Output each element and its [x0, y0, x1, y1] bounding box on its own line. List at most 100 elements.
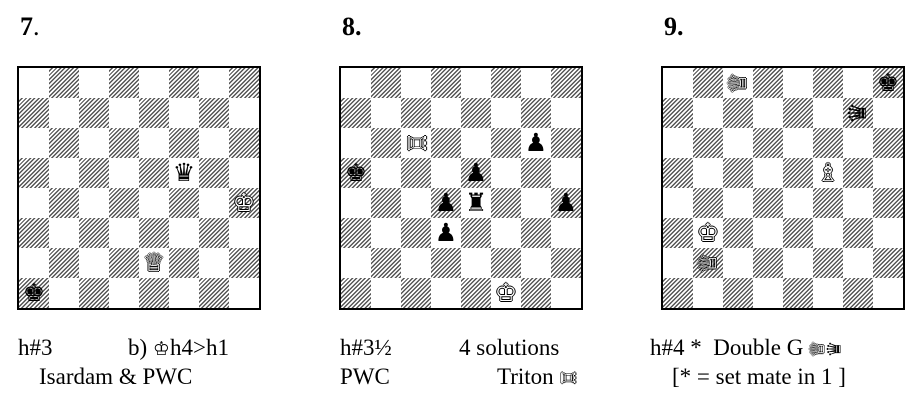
- board-square-c1: [79, 278, 109, 308]
- board-square-e5: [461, 158, 491, 188]
- board-square-h3: [551, 218, 581, 248]
- board-square-b4: [693, 188, 723, 218]
- board-square-a4: [663, 188, 693, 218]
- diagram-8-stipulation: h#3½: [340, 335, 392, 360]
- board-square-e1: [139, 278, 169, 308]
- board-square-e1: [783, 278, 813, 308]
- board-square-b8: [693, 68, 723, 98]
- board-square-a7: [663, 98, 693, 128]
- board-square-c7: [79, 98, 109, 128]
- board-square-e8: [461, 68, 491, 98]
- board-square-a3: [341, 218, 371, 248]
- board-square-d6: [109, 128, 139, 158]
- board-square-f2: [813, 248, 843, 278]
- diagram-7-source: Isardam & PWC: [39, 364, 193, 389]
- board-square-b1: [693, 278, 723, 308]
- board-square-g4: [843, 188, 873, 218]
- board-square-b3: [371, 218, 401, 248]
- board-square-a8: [19, 68, 49, 98]
- diagram-7-twin: b) ♔h4>h1: [128, 335, 229, 360]
- diagram-7-number: 7.: [20, 12, 40, 41]
- black-pawn-icon: ♟: [464, 158, 488, 187]
- board-square-e6: [139, 128, 169, 158]
- board-square-d1: [109, 278, 139, 308]
- board-square-a5: [19, 158, 49, 188]
- black-king-icon: ♚: [22, 278, 46, 307]
- board-square-b5: [49, 158, 79, 188]
- board-square-g8: [843, 68, 873, 98]
- white-double-g-icon: ♕: [692, 251, 722, 275]
- board-square-b6: [371, 128, 401, 158]
- black-pawn-icon: ♟: [554, 188, 578, 217]
- diagram-9-note: [* = set mate in 1 ]: [672, 364, 846, 389]
- board-square-d2: [753, 248, 783, 278]
- board-square-h3: [873, 218, 903, 248]
- white-double-g-icon: ♕: [722, 71, 752, 95]
- board-square-d4: [431, 188, 461, 218]
- board-square-h1: [551, 278, 581, 308]
- board-square-a8: [341, 68, 371, 98]
- black-pawn-icon: ♟: [524, 128, 548, 157]
- board-square-g8: [521, 68, 551, 98]
- board-square-a6: [663, 128, 693, 158]
- board-square-e3: [783, 218, 813, 248]
- board-square-d8: [753, 68, 783, 98]
- chessboard-diagram-8: ♖♟♚♟♟♜♟♟♔: [339, 66, 583, 310]
- board-square-d6: [431, 128, 461, 158]
- board-square-h8: [873, 68, 903, 98]
- board-square-h1: [873, 278, 903, 308]
- board-square-e8: [139, 68, 169, 98]
- board-square-d7: [431, 98, 461, 128]
- board-square-f5: [491, 158, 521, 188]
- diagram-7-stipulation: h#3: [18, 335, 53, 360]
- board-square-c2: [79, 248, 109, 278]
- board-square-d2: [109, 248, 139, 278]
- board-square-a2: [663, 248, 693, 278]
- board-square-h2: [551, 248, 581, 278]
- board-square-f3: [813, 218, 843, 248]
- board-square-g1: [843, 278, 873, 308]
- board-square-b1: [371, 278, 401, 308]
- board-square-d1: [431, 278, 461, 308]
- board-square-f4: [491, 188, 521, 218]
- board-square-e1: [461, 278, 491, 308]
- board-square-d3: [109, 218, 139, 248]
- board-square-g3: [199, 218, 229, 248]
- board-square-a6: [341, 128, 371, 158]
- board-square-f4: [813, 188, 843, 218]
- board-square-e4: [139, 188, 169, 218]
- board-square-f1: [813, 278, 843, 308]
- board-square-b7: [371, 98, 401, 128]
- board-square-b6: [693, 128, 723, 158]
- board-square-e7: [783, 98, 813, 128]
- board-square-c7: [401, 98, 431, 128]
- chessboard-diagram-9: ♕♚♛♗♔♕: [661, 66, 905, 310]
- board-square-e8: [783, 68, 813, 98]
- board-square-h8: [229, 68, 259, 98]
- board-square-g1: [521, 278, 551, 308]
- board-square-g5: [521, 158, 551, 188]
- board-square-c8: [79, 68, 109, 98]
- chessboard-diagram-7: ♛♔♕♚: [17, 66, 261, 310]
- board-square-d5: [431, 158, 461, 188]
- board-square-d8: [109, 68, 139, 98]
- board-square-d6: [753, 128, 783, 158]
- board-square-g6: [199, 128, 229, 158]
- white-bishop-icon: ♗: [816, 158, 840, 187]
- board-square-c4: [401, 188, 431, 218]
- board-square-e5: [139, 158, 169, 188]
- board-square-g7: [521, 98, 551, 128]
- board-square-e6: [783, 128, 813, 158]
- board-square-e7: [139, 98, 169, 128]
- black-double-g-icon: ♛: [842, 101, 872, 125]
- board-square-b5: [371, 158, 401, 188]
- board-square-g6: [843, 128, 873, 158]
- board-square-b7: [49, 98, 79, 128]
- board-square-e2: [783, 248, 813, 278]
- board-square-d5: [753, 158, 783, 188]
- board-square-a6: [19, 128, 49, 158]
- board-square-e7: [461, 98, 491, 128]
- board-square-c5: [723, 158, 753, 188]
- board-square-f6: [813, 128, 843, 158]
- board-square-d2: [431, 248, 461, 278]
